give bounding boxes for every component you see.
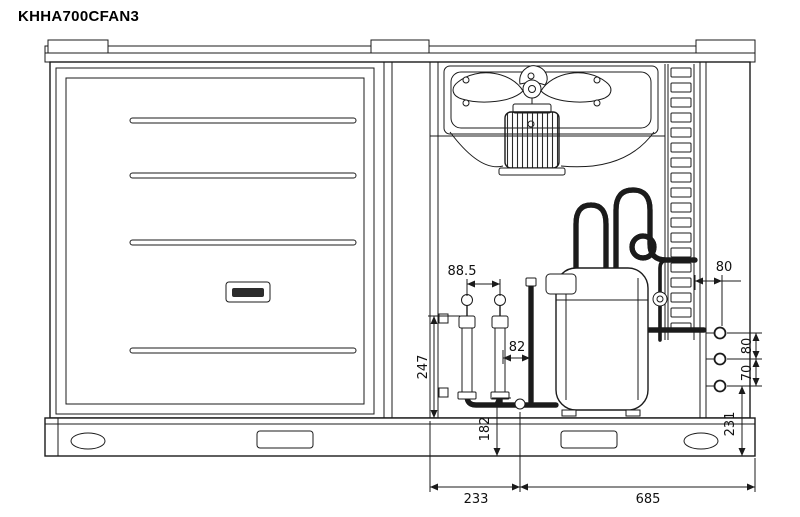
fan-motor [498, 98, 566, 176]
dim-port-height-label: 231 [723, 412, 738, 437]
dimension-port-height: 231 [723, 385, 762, 456]
compressor [545, 267, 649, 417]
panel-handle [225, 281, 271, 303]
pipe-fitting [525, 277, 537, 287]
dimension-valve-height: 247 [416, 315, 460, 418]
compressor-body [555, 267, 649, 411]
port-bottom [713, 379, 727, 393]
dimension-port-offset: 80 [694, 260, 741, 326]
connection-ports [706, 326, 727, 393]
lift-bracket-left [47, 39, 109, 54]
service-valve-suction [490, 294, 510, 400]
compressor-foot [561, 409, 577, 417]
dim-base-right-label: 685 [636, 492, 661, 507]
base-rail [44, 417, 756, 457]
drain-fitting [514, 398, 526, 410]
louver-slot [129, 172, 357, 179]
fan-assembly [430, 65, 665, 168]
lift-bracket-middle [370, 39, 430, 54]
compressor-foot [625, 409, 641, 417]
refrigerant-piping [464, 187, 707, 410]
louver-slot [129, 239, 357, 246]
dimension-base-right: 685 [520, 458, 756, 507]
model-number-title: KHHA700CFAN3 [18, 8, 140, 25]
motor-body [504, 111, 560, 169]
louver-slot [129, 117, 357, 124]
dimensions: 88.5 80 247 82 182 [416, 260, 762, 507]
port-top [713, 326, 727, 340]
forklift-slot-right [683, 432, 719, 450]
base-cutout-left [256, 430, 314, 449]
dim-base-left-label: 233 [464, 492, 489, 507]
dimension-pipe-height: 182 [478, 397, 511, 456]
condenser-coil [664, 64, 695, 340]
dim-pipe-height-label: 182 [478, 417, 493, 442]
dim-port-gap-upper-label: 80 [740, 338, 755, 355]
dimension-base-left: 233 [429, 412, 521, 507]
dim-port-offset-label: 80 [716, 260, 733, 275]
lift-bracket-right [695, 39, 756, 54]
service-valves [457, 294, 510, 400]
louver-panel [55, 67, 375, 415]
motor-mount [498, 167, 566, 176]
base-cutout-right [560, 430, 618, 449]
dim-port-gap-lower-label: 70 [740, 365, 755, 382]
dimension-pipe-offset: 82 [502, 340, 530, 364]
service-valve-liquid [457, 294, 477, 400]
dimension-valve-spacing: 88.5 [448, 264, 501, 296]
dim-valve-height-label: 247 [416, 355, 431, 380]
dim-valve-spacing-label: 88.5 [448, 264, 477, 279]
port-middle [713, 352, 727, 366]
louver-slot [129, 347, 357, 354]
forklift-slot-left [70, 432, 106, 450]
compressor-terminal-box [545, 273, 577, 295]
dimension-port-gaps: 80 70 [727, 332, 762, 386]
fan-blades [452, 65, 612, 103]
top-rail [44, 39, 756, 63]
coil-fins [670, 67, 692, 333]
dim-pipe-offset-label: 82 [509, 340, 526, 355]
